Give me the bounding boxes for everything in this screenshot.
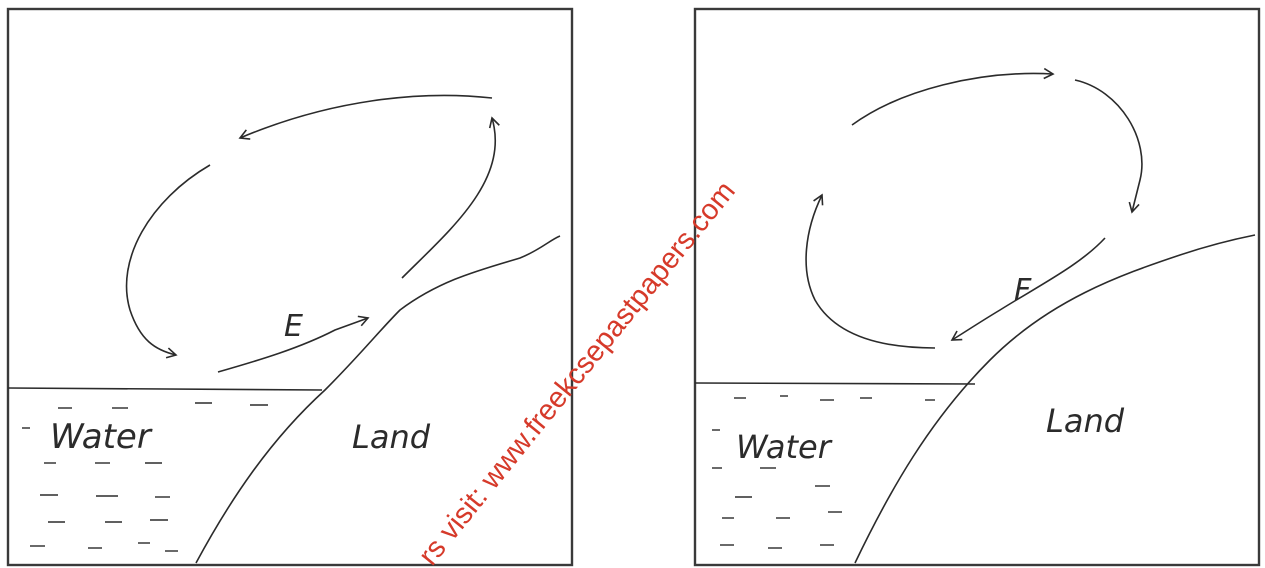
left-upper-return-arrow [240, 95, 492, 138]
left-land-slope [196, 236, 560, 563]
left-wind-label: E [284, 309, 303, 344]
right-upper-arrow [852, 73, 1053, 125]
right-land-slope [855, 235, 1255, 563]
right-land-label: Land [1046, 402, 1125, 440]
left-rising-arrow [402, 118, 495, 278]
watermark-text: rs visit: www.freekcsepastpapers.com [413, 176, 742, 568]
right-sinking-arrow [1075, 80, 1142, 212]
left-water-label: Water [50, 417, 153, 457]
right-water-dashes [712, 396, 935, 548]
right-water-surface [695, 383, 975, 384]
left-sinking-arrow [127, 165, 210, 355]
right-panel-frame [695, 9, 1259, 565]
right-water-label: Water [736, 428, 833, 466]
right-rising-arrow [806, 195, 935, 348]
left-land-label: Land [352, 418, 431, 456]
left-water-surface [8, 388, 322, 390]
right-diagram: Water Land F [695, 9, 1259, 565]
right-wind-label: F [1014, 273, 1032, 308]
